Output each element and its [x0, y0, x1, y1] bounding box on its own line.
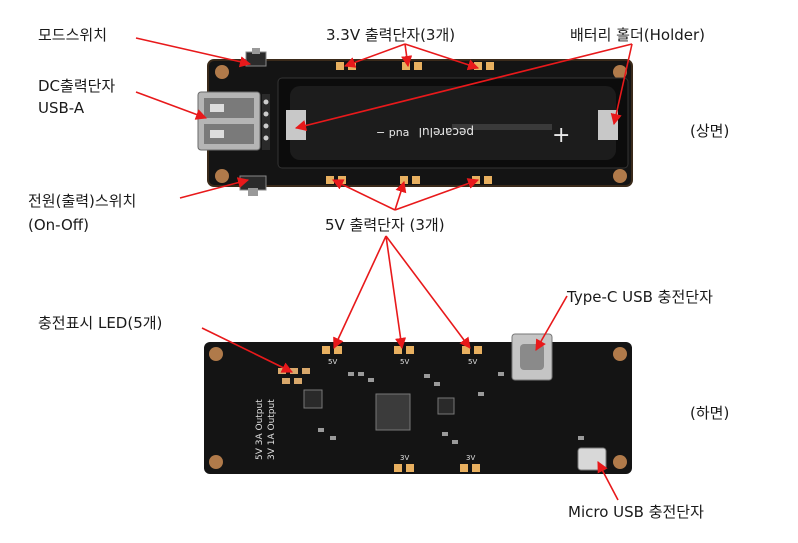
pads-3v-bottom	[394, 464, 480, 472]
battery-holder	[277, 77, 629, 169]
mount-hole	[613, 455, 627, 469]
arrow-3v3-3	[404, 43, 480, 71]
label-power-switch: 전원(출력)스위치	[28, 192, 137, 210]
mount-hole	[613, 65, 627, 79]
label-5v-output: 5V 출력단자 (3개)	[325, 216, 445, 234]
pin-header	[262, 94, 270, 150]
label-usb-a: USB-A	[38, 99, 85, 117]
bottom-board-photo: 5V 3A Output 3V 1A Output 5V 5V 5V 3V 3V	[204, 333, 632, 474]
label-3v3-output: 3.3V 출력단자(3개)	[326, 26, 456, 44]
silk-output-3v: 3V 1A Output	[267, 399, 277, 460]
top-brand-silk: pecarelul	[419, 125, 474, 139]
arrow-holder-2	[610, 43, 633, 126]
label-mode-switch: 모드스위치	[38, 26, 108, 44]
label-charge-led: 충전표시 LED(5개)	[38, 314, 163, 332]
label-typec: Type-C USB 충전단자	[567, 288, 713, 306]
label-top-side: (상면)	[690, 122, 730, 140]
arrow-power-switch	[179, 177, 250, 199]
usb-a-port	[197, 91, 261, 151]
mount-hole	[613, 347, 627, 361]
ic-chip	[437, 397, 455, 415]
silk-5v: 5V	[468, 358, 477, 366]
silk-5v: 5V	[400, 358, 409, 366]
inductor	[375, 393, 411, 431]
label-battery-holder: 배터리 홀더(Holder)	[570, 26, 706, 44]
arrow-typec	[535, 295, 568, 351]
arrow-5v-top-1	[331, 179, 396, 211]
silk-5v: 5V	[328, 358, 337, 366]
label-bottom-side: (하면)	[690, 404, 730, 422]
top-minus-silk: − pna	[376, 126, 409, 139]
arrow-micro-usb	[597, 461, 619, 501]
arrow-5v-bot-2	[385, 235, 407, 350]
mount-hole	[209, 347, 223, 361]
label-dc-output: DC출력단자	[38, 77, 116, 95]
smd-parts	[318, 372, 584, 444]
mount-hole	[209, 455, 223, 469]
label-on-off: (On-Off)	[28, 216, 89, 234]
ic-chip	[303, 389, 323, 409]
silk-3v: 3V	[400, 454, 409, 462]
arrow-3v3-1	[343, 43, 406, 68]
arrow-3v3-2	[401, 43, 413, 68]
arrow-5v-top-2	[394, 180, 407, 211]
arrow-holder-1	[294, 43, 633, 131]
arrow-dc-out	[135, 91, 208, 120]
arrow-led	[201, 327, 294, 373]
mount-hole	[215, 169, 229, 183]
silk-3v: 3V	[466, 454, 475, 462]
arrow-5v-bot-1	[333, 235, 387, 350]
pads-5v-bottom	[322, 346, 482, 354]
mount-hole	[613, 169, 627, 183]
silk-output-5v: 5V 3A Output	[255, 399, 265, 460]
label-micro-usb: Micro USB 충전단자	[568, 503, 704, 521]
arrow-mode-switch	[135, 37, 252, 68]
top-board-photo: pecarelul − pna +	[197, 48, 633, 196]
arrow-5v-bot-3	[385, 235, 471, 349]
top-plus-silk: +	[552, 123, 570, 148]
arrow-5v-top-3	[394, 178, 480, 211]
mount-hole	[215, 65, 229, 79]
